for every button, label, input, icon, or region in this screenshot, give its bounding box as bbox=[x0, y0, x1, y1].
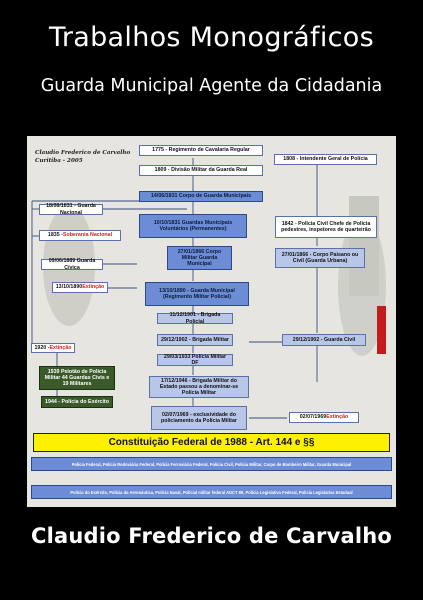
constitution-banner: Constituição Federal de 1988 - Art. 144 … bbox=[33, 433, 390, 452]
box-1831-guarda-nacional: 18/08/1831 - Guarda Nacional bbox=[39, 203, 103, 216]
box-1944: 1944 - Polícia do Exército bbox=[41, 396, 113, 408]
box-1831-corpo: 14/06/1831 Corpo de Guarda Municipais bbox=[139, 191, 263, 202]
box-1890-regimento: 13/10/1890 - Guarda Municipal (Regimento… bbox=[145, 282, 249, 306]
box-1775: 1775 - Regimento de Cavalaria Regular bbox=[139, 145, 263, 156]
box-1835: 1835 - Soberania Nacional bbox=[39, 230, 121, 241]
footer-police-list-2: Polícia do Exército, Polícia da Aeronáut… bbox=[31, 485, 392, 499]
box-1933: 29/03/1933 Polícia Militar DF bbox=[157, 354, 233, 366]
book-title: Trabalhos Monográficos bbox=[49, 22, 374, 53]
box-1890-extincao: 13/10/1890 Extinção bbox=[52, 282, 108, 293]
box-1920-extincao: 1920 - Extinção bbox=[31, 343, 75, 353]
author-signature: Claudio Frederico de Carvalho Curitiba -… bbox=[35, 150, 131, 164]
box-1889: 09/06/1889 Guarda Cívica bbox=[41, 258, 103, 271]
timeline-diagram: Claudio Frederico de Carvalho Curitiba -… bbox=[27, 136, 396, 507]
box-1969-extincao: 02/07/1969 Extinção bbox=[289, 412, 359, 423]
box-1901: 11/12/1901 - Brigada Policial bbox=[157, 312, 233, 325]
box-1902-brigada: 29/12/1902 - Brigada Militar bbox=[157, 334, 233, 346]
box-1866-corpo-paisano: 27/01/1866 - Corpo Paisano ou Civil (Gua… bbox=[275, 248, 365, 268]
box-1831-voluntarios: 10/10/1831 Guardas Municipais Voluntário… bbox=[139, 214, 247, 238]
box-1946: 17/12/1946 - Brigada Militar do Estado p… bbox=[149, 376, 249, 398]
box-1902-guarda-civil: 29/12/1902 - Guarda Civil bbox=[282, 334, 366, 346]
box-1842: 1842 - Polícia Civil Chefe de Polícia pe… bbox=[275, 216, 377, 238]
box-1809: 1809 - Divisão Militar da Guarda Real bbox=[139, 165, 263, 176]
author-name: Claudio Frederico de Carvalho bbox=[30, 524, 393, 548]
box-1939: 1939 Pelotão de Polícia Militar 44 Guard… bbox=[39, 366, 115, 390]
box-1969-exclusividade: 02/07/1969 - exclusividade do policiamen… bbox=[151, 406, 247, 430]
box-1808: 1808 - Intendente Geral de Polícia bbox=[274, 154, 377, 165]
book-subtitle: Guarda Municipal Agente da Cidadania bbox=[40, 76, 383, 96]
box-1866-corpo-militar: 27/01/1866 Corpo Militar Guarda Municipa… bbox=[167, 246, 232, 270]
footer-police-list-1: Polícia Federal, Polícia Rodoviária Fede… bbox=[31, 457, 392, 471]
